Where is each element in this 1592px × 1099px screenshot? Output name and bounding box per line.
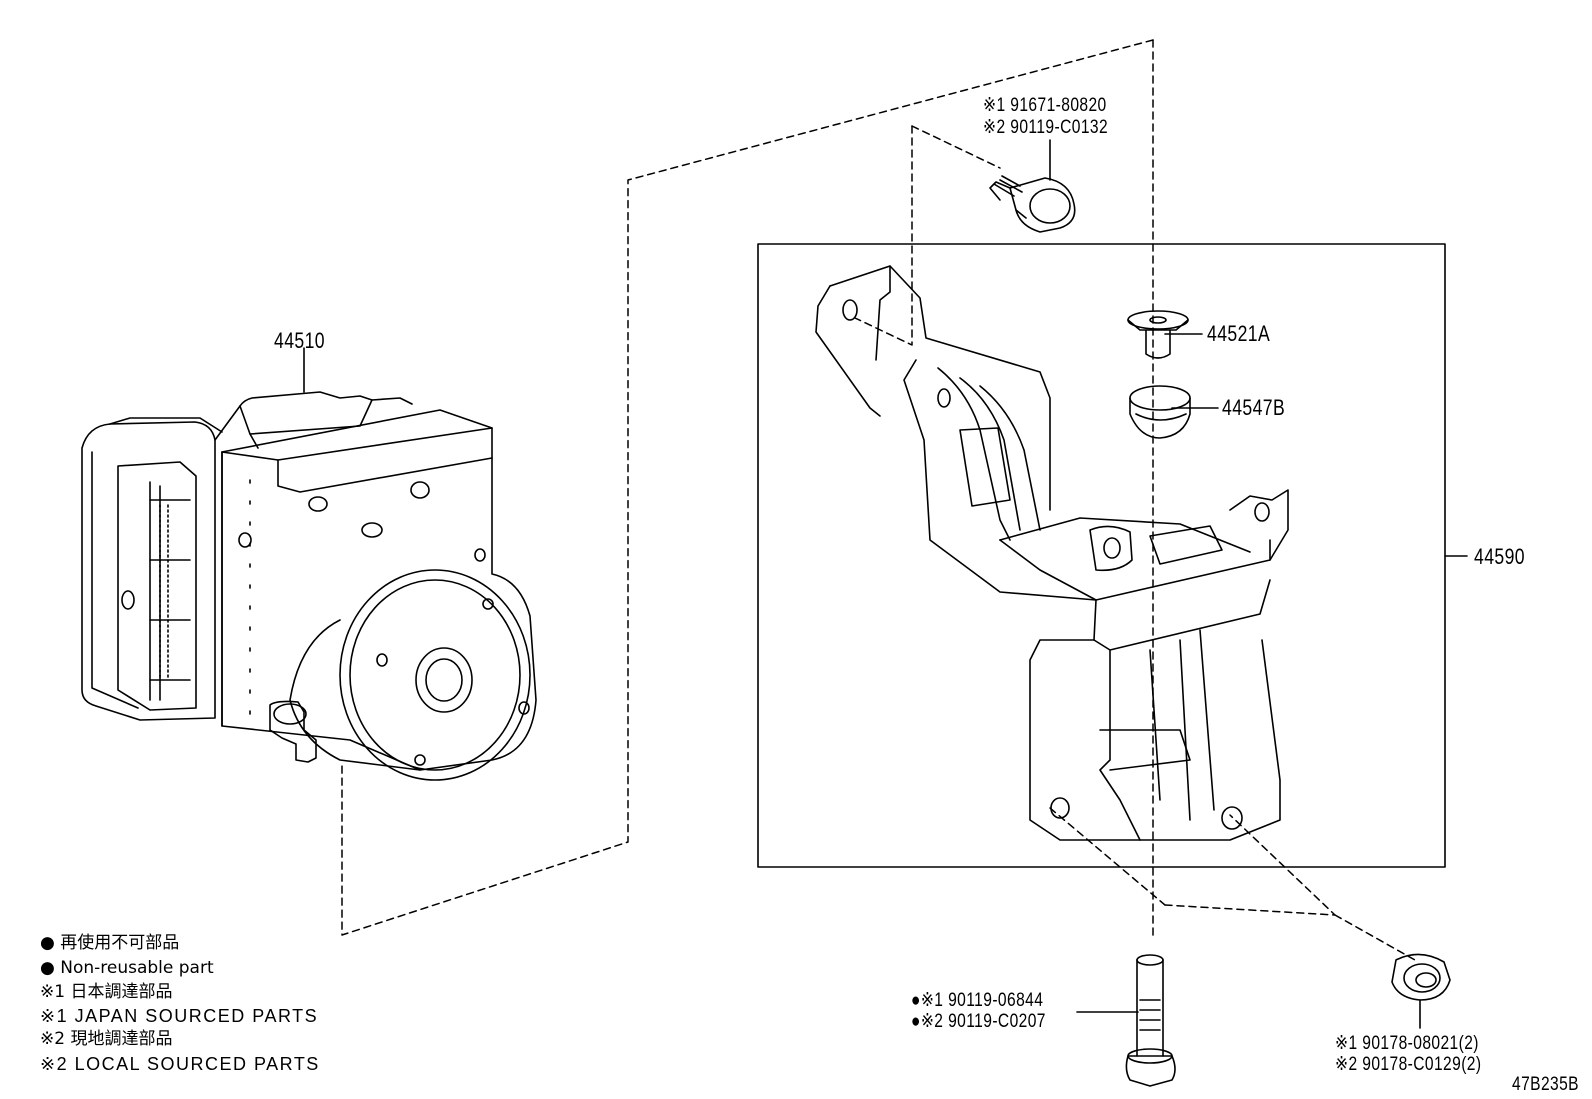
drawing-code: 47B235B [1512, 1074, 1579, 1095]
abs-actuator-drawing [81, 391, 537, 781]
legend-line-6: ※2 LOCAL SOURCED PARTS [40, 1054, 320, 1074]
legend-line-2: ● Non-reusable part [40, 958, 214, 978]
legend-line-3: ※1 日本調達部品 [40, 982, 173, 1002]
callout-44547b: 44547B [1222, 395, 1286, 420]
top-bolt-drawing [989, 175, 1076, 233]
bottom-bolt-part-number-2: ●※2 90119-C0207 [911, 1011, 1046, 1032]
bottom-bolt-part-number-1: ●※1 90119-06844 [911, 990, 1044, 1011]
assembly-guide-lines [341, 39, 1416, 961]
callout-44510: 44510 [274, 328, 325, 353]
bracket-drawing [815, 265, 1289, 841]
nut-part-number-2: ※2 90178-C0129(2) [1335, 1054, 1482, 1075]
callout-44521a: 44521A [1207, 321, 1271, 346]
legend-line-1: ● 再使用不可部品 [40, 933, 180, 953]
top-bolt-part-number-1: ※1 91671-80820 [983, 95, 1107, 116]
callout-44590: 44590 [1474, 544, 1525, 569]
nut-drawing [1391, 953, 1451, 1001]
collar-drawing [1127, 310, 1189, 359]
bottom-bolt-drawing [1125, 954, 1176, 1087]
top-bolt-part-number-2: ※2 90119-C0132 [983, 117, 1109, 138]
legend-line-5: ※2 現地調達部品 [40, 1029, 173, 1049]
legend-line-4: ※1 JAPAN SOURCED PARTS [40, 1006, 319, 1026]
cushion-drawing [1129, 385, 1191, 439]
nut-part-number-1: ※1 90178-08021(2) [1335, 1033, 1479, 1054]
